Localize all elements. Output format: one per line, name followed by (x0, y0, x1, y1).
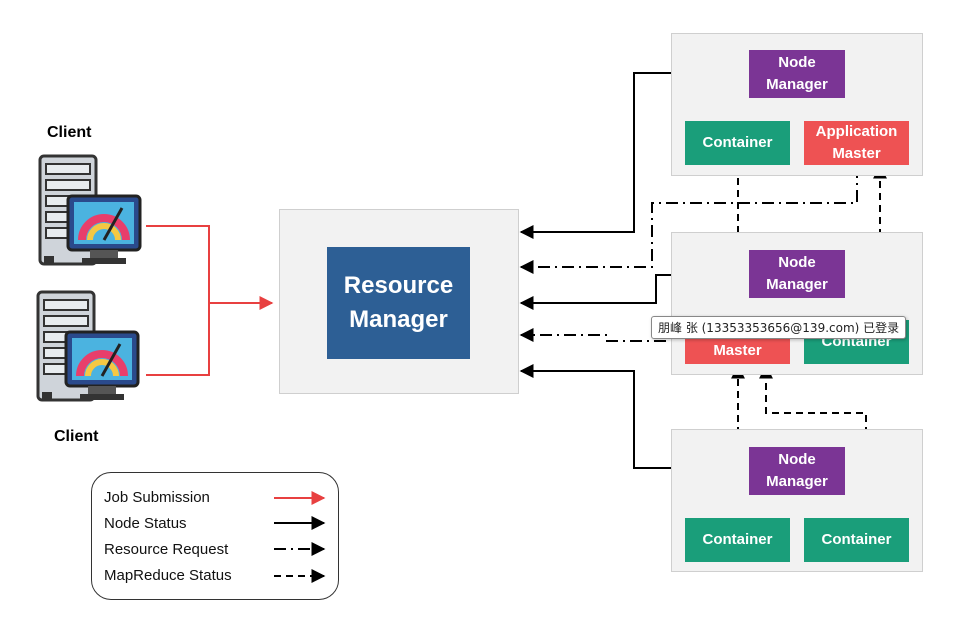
node-manager-label: Manager (766, 473, 828, 490)
client-server-monitor-icon (38, 154, 142, 266)
node-manager-2: Node Manager (749, 250, 845, 298)
legend-label-job-submission: Job Submission (104, 489, 210, 506)
node-manager-label: Manager (766, 276, 828, 293)
client-server-monitor-icon (36, 290, 140, 402)
application-master-box: Application Master (804, 121, 909, 165)
container-label: Container (702, 531, 773, 548)
node-manager-label: Node (778, 254, 816, 271)
node-manager-3: Node Manager (749, 447, 845, 495)
client-label-top: Client (47, 124, 92, 141)
legend-line-samples (274, 491, 326, 583)
resource-manager-box: Resource Manager (327, 247, 470, 359)
legend (91, 472, 339, 600)
node-manager-label: Node (778, 451, 816, 468)
client-label-bottom: Client (54, 428, 99, 445)
application-master-label: Application (815, 123, 898, 140)
container-box: Container (685, 518, 790, 562)
node-manager-label: Manager (766, 76, 828, 93)
node-manager-1: Node Manager (749, 50, 845, 98)
node-manager-label: Node (778, 54, 816, 71)
application-master-label: Master (832, 145, 881, 162)
legend-label-node-status: Node Status (104, 515, 187, 532)
job-submission-arrows (146, 225, 274, 376)
legend-label-mapreduce-status: MapReduce Status (104, 567, 232, 584)
login-tooltip: 朋峰 张 (13353353656@139.com) 已登录 (651, 316, 907, 339)
container-box: Container (685, 121, 790, 165)
container-label: Container (702, 134, 773, 151)
container-box: Container (804, 518, 909, 562)
application-master-label: Master (713, 342, 762, 359)
resource-manager-line2: Manager (349, 306, 448, 333)
container-label: Container (821, 531, 892, 548)
legend-label-resource-request: Resource Request (104, 541, 229, 558)
resource-manager-line1: Resource (343, 272, 454, 299)
